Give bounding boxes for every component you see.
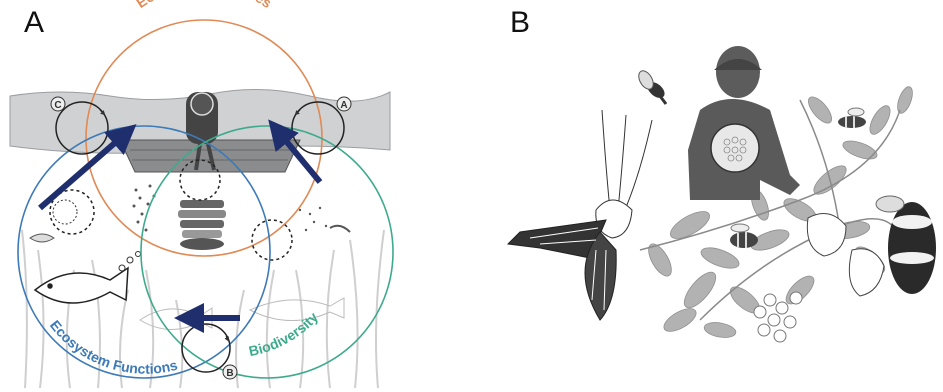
functions-label: Ecosystem Functions (47, 317, 179, 377)
seagrass (22, 230, 384, 388)
dashed-loop-mid (252, 220, 292, 260)
wasp (636, 68, 668, 104)
bee-middle (730, 224, 758, 248)
gardener-figure (688, 46, 800, 200)
biodiversity-label: Biodiversity (247, 309, 321, 360)
fish (35, 268, 128, 303)
bubbles (119, 252, 141, 272)
berry-cluster (754, 292, 802, 342)
bumblebee (876, 196, 936, 294)
bee-top-right (838, 108, 866, 128)
svg-text:A: A (340, 100, 347, 111)
swallowtail-butterfly (508, 220, 616, 320)
white-flowers (807, 214, 884, 297)
services-label: Ecosystem Services (133, 0, 275, 11)
svg-text:B: B (226, 368, 233, 379)
plankton-dots (133, 185, 328, 232)
puffer (53, 200, 77, 224)
foliage (644, 85, 915, 340)
svg-text:C: C (54, 100, 61, 111)
faint-fish-2 (250, 298, 344, 321)
lily-flower (596, 110, 652, 238)
oyster-cage (178, 200, 226, 250)
small-fish (30, 234, 54, 242)
panel-b-illustration (508, 46, 936, 342)
shrimp (330, 226, 350, 232)
